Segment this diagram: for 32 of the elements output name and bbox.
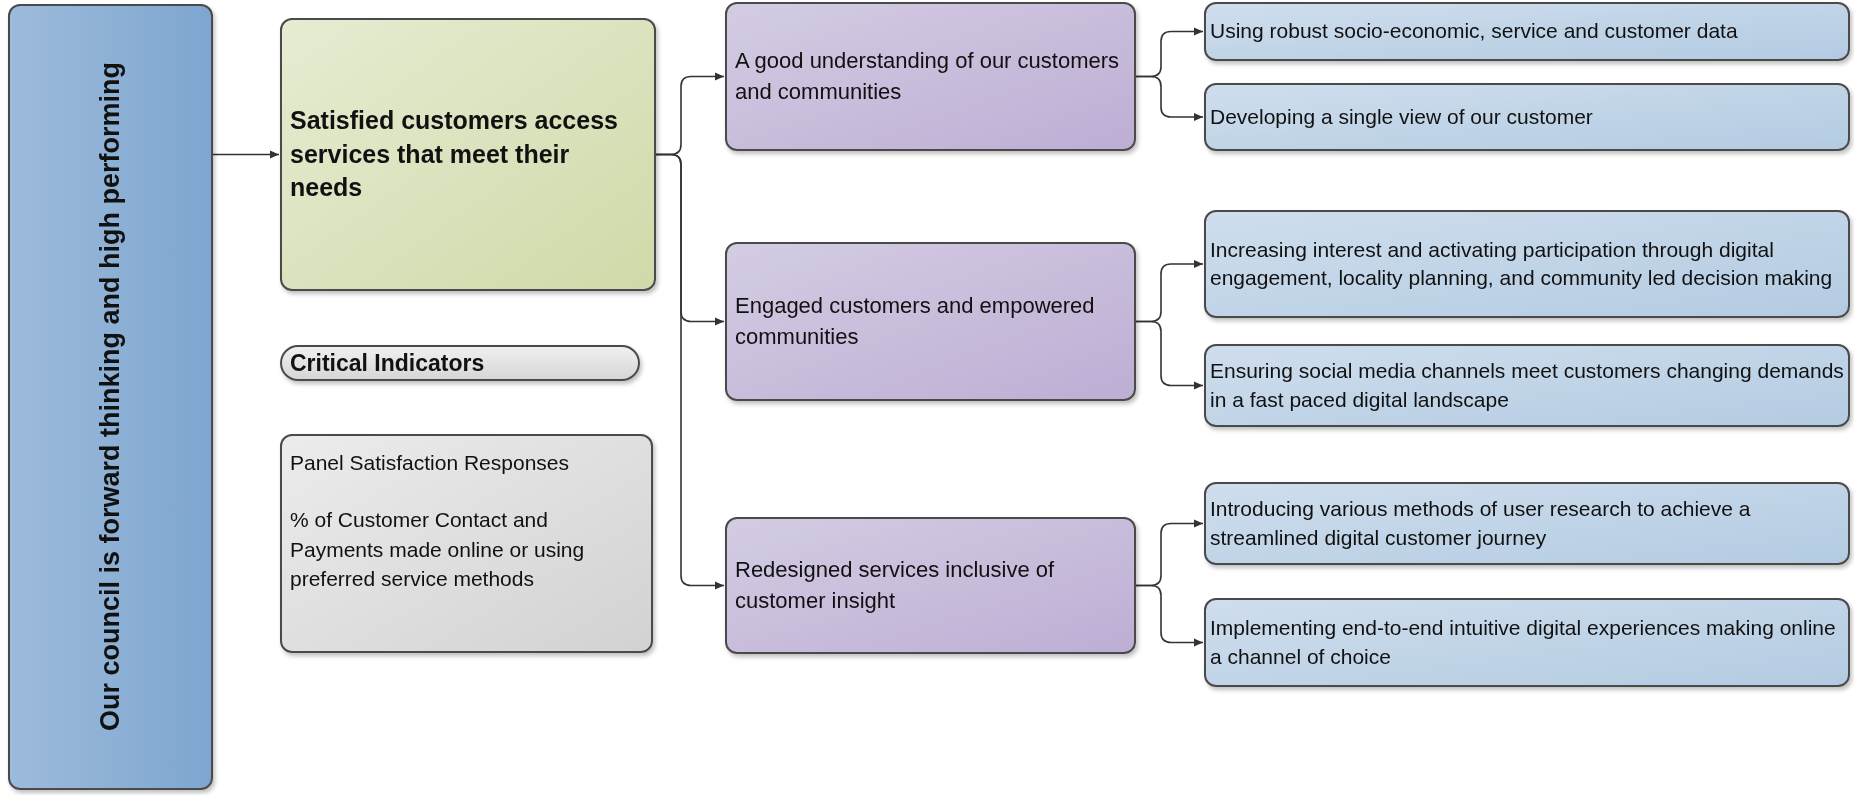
action-box xyxy=(1204,2,1850,61)
node-text: A good understanding of our customers and communities xyxy=(735,46,1121,106)
section-heading xyxy=(280,345,640,381)
action-box xyxy=(1204,210,1850,318)
node-text: Engaged customers and empowered communities xyxy=(735,291,1096,351)
node-text: Implementing end-to-end intuitive digital experiences making online a channel of choice xyxy=(1210,615,1837,670)
node-text: Panel Satisfaction Responses xyxy=(290,450,570,476)
connector-arrow xyxy=(1135,584,1204,647)
node-text: Satisfied customers access services that meet their needs xyxy=(290,104,619,204)
node-text: Increasing interest and activating participation through digital engagement, locality planning, and community led decision making xyxy=(1210,236,1834,291)
action-box xyxy=(1204,482,1850,565)
vision-banner xyxy=(8,4,213,790)
node-text: Using robust socio-economic, service and customer data xyxy=(1210,18,1738,45)
objective-box xyxy=(725,242,1136,401)
vision-text: Our council is forward thinking and high performing xyxy=(94,62,127,732)
action-box xyxy=(1204,83,1850,151)
node-text: Introducing various methods of user research to achieve a streamlined digital customer journey xyxy=(1210,496,1752,551)
connector-arrow xyxy=(212,150,280,159)
node-text: % of Customer Contact and Payments made online or using preferred service methods xyxy=(290,507,586,593)
node-text: Developing a single view of our customer xyxy=(1210,103,1593,130)
connector-arrow xyxy=(1135,320,1204,390)
indicator-box xyxy=(280,434,653,653)
objective-box xyxy=(725,2,1136,151)
connector-arrow xyxy=(655,153,725,590)
outcome-box xyxy=(280,18,656,291)
node-text: Critical Indicators xyxy=(290,348,485,378)
node-text: Redesigned services inclusive of customer insight xyxy=(735,555,1056,615)
objective-box xyxy=(725,517,1136,654)
node-text: Ensuring social media channels meet customers changing demands in a fast paced digital landscape xyxy=(1210,358,1844,413)
connector-arrow xyxy=(1135,75,1204,121)
action-box xyxy=(1204,598,1850,687)
action-box xyxy=(1204,344,1850,427)
